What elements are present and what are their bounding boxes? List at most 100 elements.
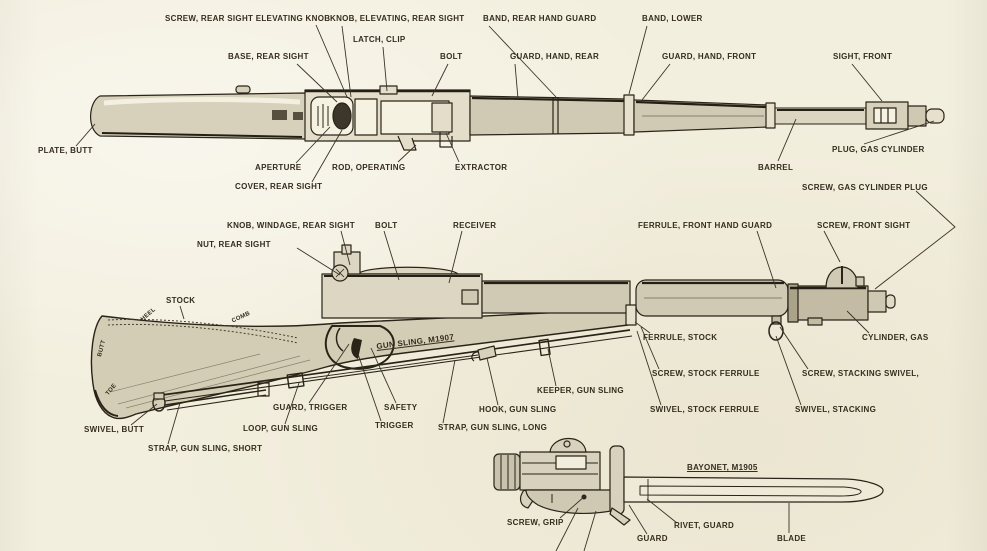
leader-line bbox=[547, 348, 557, 387]
label-band-rear-hand-guard: BAND, REAR HAND GUARD bbox=[483, 14, 597, 23]
leader-line bbox=[628, 25, 648, 95]
label-aperture: APERTURE bbox=[255, 163, 302, 172]
label-plug-gas-cylinder: PLUG, GAS CYLINDER bbox=[832, 145, 925, 154]
leader-line bbox=[851, 63, 883, 102]
leader-line bbox=[295, 126, 331, 164]
bayonet-blade-drawing bbox=[623, 476, 884, 503]
leader-line bbox=[382, 46, 388, 92]
label-band-lower: BAND, LOWER bbox=[642, 14, 703, 23]
label-nut-rear-sight: NUT, REAR SIGHT bbox=[197, 240, 271, 249]
label-base-rear-sight: BASE, REAR SIGHT bbox=[228, 52, 309, 61]
leader-line bbox=[863, 120, 935, 145]
label-bayonet-m1905: BAYONET, M1905 bbox=[687, 463, 758, 472]
leader-line bbox=[75, 123, 96, 147]
leader-line bbox=[311, 129, 343, 183]
leader-line bbox=[315, 24, 348, 98]
lower-band-drawing bbox=[623, 94, 635, 136]
label-knob-windage-rear-sight: KNOB, WINDAGE, REAR SIGHT bbox=[227, 221, 355, 230]
label-ferrule-stock: FERRULE, STOCK bbox=[643, 333, 718, 342]
leader-line bbox=[296, 247, 341, 276]
leader-line bbox=[442, 359, 456, 424]
leader-line bbox=[823, 230, 841, 263]
leader-line bbox=[559, 495, 586, 519]
label-swivel-butt: SWIVEL, BUTT bbox=[84, 425, 145, 434]
label-loop-gun-sling: LOOP, GUN SLING bbox=[243, 424, 319, 433]
label-ferrule-front-hand-guard: FERRULE, FRONT HAND GUARD bbox=[638, 221, 773, 230]
label-latch-clip: LATCH, CLIP bbox=[353, 35, 406, 44]
leader-line bbox=[583, 510, 597, 551]
label-screw-grip: SCREW, GRIP bbox=[507, 518, 564, 527]
elevating-knob-drawing bbox=[332, 102, 352, 130]
leader-line bbox=[486, 357, 499, 406]
leader-line bbox=[636, 330, 662, 406]
label-strap-gun-sling-long: STRAP, GUN SLING, LONG bbox=[438, 423, 548, 432]
leader-lines-layer bbox=[75, 24, 956, 551]
label-keeper-gun-sling: KEEPER, GUN SLING bbox=[537, 386, 624, 395]
stock-ferrule-drawing bbox=[625, 304, 637, 326]
label-rod-operating: ROD, OPERATING bbox=[332, 163, 406, 172]
blade-fuller-drawing bbox=[639, 485, 862, 497]
rear-handguard-side-view bbox=[481, 280, 631, 314]
leader-line bbox=[641, 63, 671, 101]
gas-cylinder-drawing bbox=[787, 285, 869, 321]
label-barrel-label: BARREL bbox=[758, 163, 794, 172]
rear-handguard-top-view bbox=[469, 95, 627, 136]
leader-line bbox=[340, 230, 351, 266]
leader-line bbox=[846, 310, 870, 334]
leader-line bbox=[779, 326, 809, 370]
label-hook-gun-sling: HOOK, GUN SLING bbox=[479, 405, 557, 414]
leader-line bbox=[431, 63, 449, 97]
rifle-top-view bbox=[90, 85, 945, 151]
label-screw-stacking-swivel: SCREW, STACKING SWIVEL, bbox=[802, 369, 919, 378]
label-rivet-guard: RIVET, GUARD bbox=[674, 521, 735, 530]
leader-line bbox=[775, 335, 802, 406]
leader-line bbox=[448, 230, 463, 284]
label-screw-front-sight: SCREW, FRONT SIGHT bbox=[817, 221, 911, 230]
leader-line bbox=[179, 305, 185, 320]
leader-line bbox=[628, 504, 648, 535]
trigger-drawing bbox=[351, 338, 362, 359]
label-plate-butt: PLATE, BUTT bbox=[38, 146, 93, 155]
rifle-side-view bbox=[90, 244, 896, 420]
gas-cylinder-plug-drawing bbox=[907, 105, 927, 127]
label-blade: BLADE bbox=[777, 534, 807, 543]
label-trigger: TRIGGER bbox=[375, 421, 414, 430]
label-sight-front: SIGHT, FRONT bbox=[833, 52, 893, 61]
bayonet-guard-drawing bbox=[609, 445, 625, 515]
leader-line bbox=[445, 132, 460, 163]
gun-sling-drawing bbox=[152, 329, 633, 412]
safety-drawing bbox=[335, 327, 344, 352]
leader-line bbox=[370, 347, 397, 404]
label-swivel-stacking: SWIVEL, STACKING bbox=[795, 405, 877, 414]
sling-keeper-drawing bbox=[538, 338, 551, 357]
label-stock: STOCK bbox=[166, 296, 196, 305]
label-cylinder-gas: CYLINDER, GAS bbox=[862, 333, 929, 342]
bayonet-pommel-drawing bbox=[549, 437, 587, 453]
bayonet-view bbox=[493, 437, 884, 526]
bolt-side-drawing bbox=[357, 266, 459, 275]
leader-line bbox=[640, 326, 660, 370]
receiver-side-view bbox=[321, 273, 483, 319]
leader-line bbox=[397, 144, 417, 163]
label-cover-rear-sight: COVER, REAR SIGHT bbox=[235, 182, 323, 191]
label-screw-gas-cylinder-plug: SCREW, GAS CYLINDER PLUG bbox=[802, 183, 928, 192]
label-extractor: EXTRACTOR bbox=[455, 163, 508, 172]
leader-line bbox=[555, 507, 579, 551]
clip-latch-drawing bbox=[379, 85, 398, 95]
leader-line bbox=[514, 63, 519, 100]
leader-line bbox=[284, 382, 300, 425]
leader-line bbox=[167, 402, 181, 445]
leader-line bbox=[341, 25, 352, 98]
label-guard-bayonet: GUARD bbox=[637, 534, 668, 543]
operating-rod-drawing bbox=[397, 135, 417, 151]
bayonet-socket-cap-drawing bbox=[493, 453, 521, 491]
leader-line bbox=[646, 498, 678, 524]
label-swivel-stock-ferrule: SWIVEL, STOCK FERRULE bbox=[650, 405, 760, 414]
bayonet-grip-drawing bbox=[525, 489, 617, 514]
label-guard-hand-front: GUARD, HAND, FRONT bbox=[662, 52, 757, 61]
label-guard-trigger: GUARD, TRIGGER bbox=[273, 403, 348, 412]
leader-line bbox=[130, 403, 158, 426]
leader-line bbox=[756, 230, 777, 289]
leader-line bbox=[488, 25, 557, 98]
